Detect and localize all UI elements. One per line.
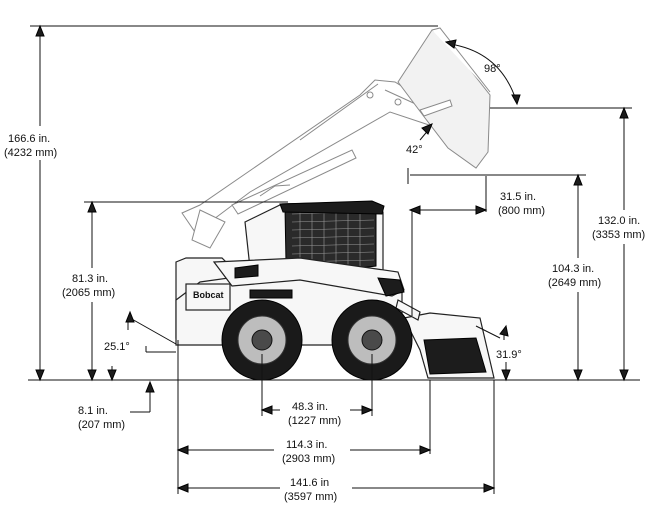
overall-height-label-mm: (4232 mm) bbox=[4, 147, 57, 159]
dim-rollback-angle-raised bbox=[419, 123, 433, 141]
front-wheel bbox=[331, 299, 413, 381]
ground-clearance-label-in: 8.1 in. bbox=[78, 405, 108, 417]
hinge-pin-height-label-mm: (3353 mm) bbox=[592, 229, 645, 241]
brand-logo-text: Bobcat bbox=[193, 290, 224, 300]
dim-cab-height bbox=[58, 200, 288, 382]
hinge-pin-height-label-in: 132.0 in. bbox=[598, 215, 640, 227]
dim-ground-clearance bbox=[130, 380, 155, 413]
departure-angle-label: 25.1° bbox=[104, 341, 130, 353]
length-with-bucket-label-mm: (3597 mm) bbox=[284, 491, 337, 503]
dim-length-with-bucket bbox=[176, 380, 496, 506]
dim-rollback-angle-ground bbox=[475, 324, 511, 382]
dim-departure-angle bbox=[107, 310, 177, 382]
cab-height-label-mm: (2065 mm) bbox=[62, 287, 115, 299]
raised-lift-arm-ghost bbox=[181, 27, 491, 249]
dump-angle-label: 98° bbox=[484, 63, 501, 75]
dim-dump-angle bbox=[444, 39, 521, 106]
dump-reach-label-in: 31.5 in. bbox=[500, 191, 536, 203]
overall-height-label-in: 166.6 in. bbox=[8, 133, 50, 145]
dim-dump-reach bbox=[407, 168, 488, 316]
ground-clearance-label-mm: (207 mm) bbox=[78, 419, 125, 431]
dim-length-no-bucket bbox=[176, 340, 432, 494]
rollback-angle-ground-label: 31.9° bbox=[496, 349, 522, 361]
dim-dump-height bbox=[476, 173, 610, 382]
wheelbase-label-in: 48.3 in. bbox=[292, 401, 328, 413]
dump-height-label-in: 104.3 in. bbox=[552, 263, 594, 275]
length-no-bucket-label-in: 114.3 in. bbox=[286, 439, 327, 451]
dim-overall-height bbox=[2, 24, 438, 382]
length-no-bucket-label-mm: (2903 mm) bbox=[282, 453, 335, 465]
dump-height-label-mm: (2649 mm) bbox=[548, 277, 601, 289]
wheelbase-label-mm: (1227 mm) bbox=[288, 415, 341, 427]
rollback-angle-raised-label: 42° bbox=[406, 144, 423, 156]
dim-wheelbase bbox=[260, 354, 374, 428]
cab-height-label-in: 81.3 in. bbox=[72, 273, 108, 285]
length-with-bucket-label-in: 141.6 in bbox=[290, 477, 329, 489]
rear-wheel bbox=[221, 299, 303, 381]
dump-reach-label-mm: (800 mm) bbox=[498, 205, 545, 217]
dim-hinge-pin-height bbox=[490, 106, 652, 382]
